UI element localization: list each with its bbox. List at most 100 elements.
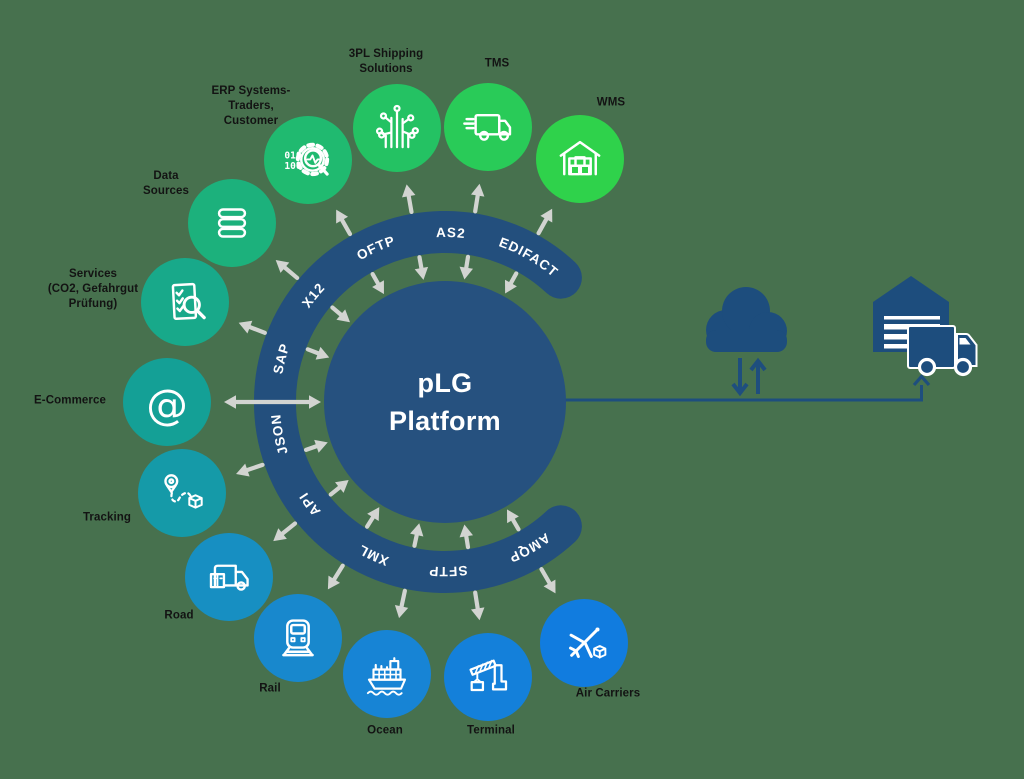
flow-arrow-shaft	[330, 305, 343, 317]
connector-line	[560, 385, 923, 402]
flow-arrow-head	[402, 184, 416, 198]
flow-arrow-shaft	[464, 534, 471, 550]
flow-arrow-head	[336, 309, 351, 323]
flow-arrow-head	[309, 395, 321, 409]
checklist-icon	[172, 283, 207, 321]
route-pin-icon	[164, 473, 203, 509]
satellite-circle	[535, 114, 624, 203]
satellite-circle	[253, 593, 342, 682]
satellite-circle: @	[123, 358, 211, 446]
platform-title: pLG Platform	[389, 367, 501, 436]
satellite-label: TMS	[484, 57, 510, 70]
satellite-circle	[444, 632, 533, 721]
flow-arrow-head	[315, 346, 330, 360]
flow-arrow-head	[327, 575, 341, 590]
flow-arrow-head	[335, 480, 349, 493]
flow-arrow-head	[470, 607, 485, 621]
flow-arrows	[224, 183, 556, 621]
satellite-label: Road	[164, 609, 194, 622]
train-icon	[281, 619, 314, 657]
flow-arrow-shaft	[412, 532, 419, 548]
flow-arrow-shaft	[328, 485, 342, 497]
box-truck-icon	[209, 564, 249, 591]
flow-arrow-head	[504, 279, 517, 294]
arrow-down-icon	[731, 358, 749, 397]
flow-arrow-shaft	[332, 563, 345, 582]
satellite-label: 3PL Shipping Solutions	[348, 47, 424, 75]
flow-arrow-head	[459, 524, 473, 538]
gear-code-icon: 010 100	[284, 142, 330, 177]
flow-arrow-head	[273, 528, 287, 542]
flow-arrow-shaft	[305, 347, 321, 356]
flow-arrow-head	[543, 579, 556, 594]
svg-text:@: @	[146, 380, 188, 429]
flow-arrow-shaft	[280, 521, 298, 536]
truck-icon	[907, 325, 978, 377]
satellite-circle	[141, 258, 230, 347]
satellite-label: Rail	[259, 682, 281, 695]
flow-arrow-shaft	[247, 325, 267, 335]
satellite-label: Air Carriers	[575, 687, 641, 700]
flow-arrow-head	[372, 280, 384, 295]
cloud-icon	[706, 287, 787, 352]
satellite-label: Tracking	[82, 511, 132, 524]
cloud-sync-arrows	[731, 357, 767, 397]
airplane-box-icon	[569, 627, 607, 659]
arrow-up-icon	[749, 357, 767, 394]
flow-arrow-head	[410, 523, 424, 537]
flow-arrow-shaft	[473, 590, 480, 611]
flow-arrow-shaft	[417, 255, 424, 271]
flow-arrow-shaft	[339, 217, 353, 237]
database-icon	[217, 208, 247, 239]
flow-arrow-head	[236, 463, 250, 477]
circuit-tree-icon	[375, 105, 419, 149]
satellite-circle	[138, 448, 227, 537]
satellite-circle	[188, 179, 277, 268]
flow-arrow-head	[224, 395, 236, 409]
container-ship-icon	[367, 657, 407, 696]
satellite-label: Terminal	[467, 724, 515, 737]
flow-arrow-head	[540, 208, 553, 223]
flow-arrow-shaft	[282, 265, 300, 281]
flow-arrow-head	[367, 507, 380, 521]
flow-arrow-shaft	[539, 567, 552, 586]
protocol-label: AS2	[436, 224, 467, 240]
flow-arrow-shaft	[245, 462, 265, 473]
satellite-circle	[352, 84, 441, 173]
svg-text:100: 100	[284, 161, 301, 172]
satellite-circle: 010 100	[264, 116, 353, 205]
satellite-label: Services (CO2, Gefahrgut Prüfung)	[47, 268, 139, 311]
flow-arrow-shaft	[510, 517, 521, 532]
satellite-label: Ocean	[367, 724, 403, 737]
crane-icon	[469, 659, 508, 691]
flow-arrow-shaft	[370, 271, 381, 286]
at-sign-icon: @	[146, 380, 188, 429]
flow-arrow-shaft	[536, 217, 549, 236]
satellite-label: WMS	[596, 96, 626, 109]
flow-arrow-shaft	[399, 588, 407, 609]
satellite-circle	[540, 598, 628, 687]
satellite-circle	[343, 629, 432, 718]
flow-arrow-head	[275, 259, 290, 273]
platform-circle: pLG Platform	[324, 281, 566, 523]
flow-arrow-shaft	[473, 193, 480, 214]
flow-arrow-head	[336, 209, 349, 224]
flow-arrow-shaft	[365, 515, 376, 529]
warehouse-truck-icon	[873, 276, 978, 377]
flow-arrow-shaft	[303, 444, 319, 452]
flow-arrow-head	[507, 509, 519, 524]
connector-arrow-up-icon	[912, 374, 931, 387]
flow-arrow-shaft	[406, 194, 414, 215]
flow-arrow-head	[314, 439, 328, 453]
flow-arrow-head	[394, 605, 409, 619]
satellite-circle	[444, 83, 533, 172]
protocol-label: SFTP	[428, 563, 469, 579]
flow-arrow-head	[238, 320, 253, 334]
flow-arrow-head	[414, 266, 429, 280]
external-connector	[560, 357, 931, 402]
svg-text:010: 010	[284, 150, 301, 161]
satellite-label: ERP Systems- Traders, Customer	[211, 85, 291, 128]
flow-arrow-head	[459, 266, 473, 280]
satellite-label: E-Commerce	[34, 394, 106, 407]
